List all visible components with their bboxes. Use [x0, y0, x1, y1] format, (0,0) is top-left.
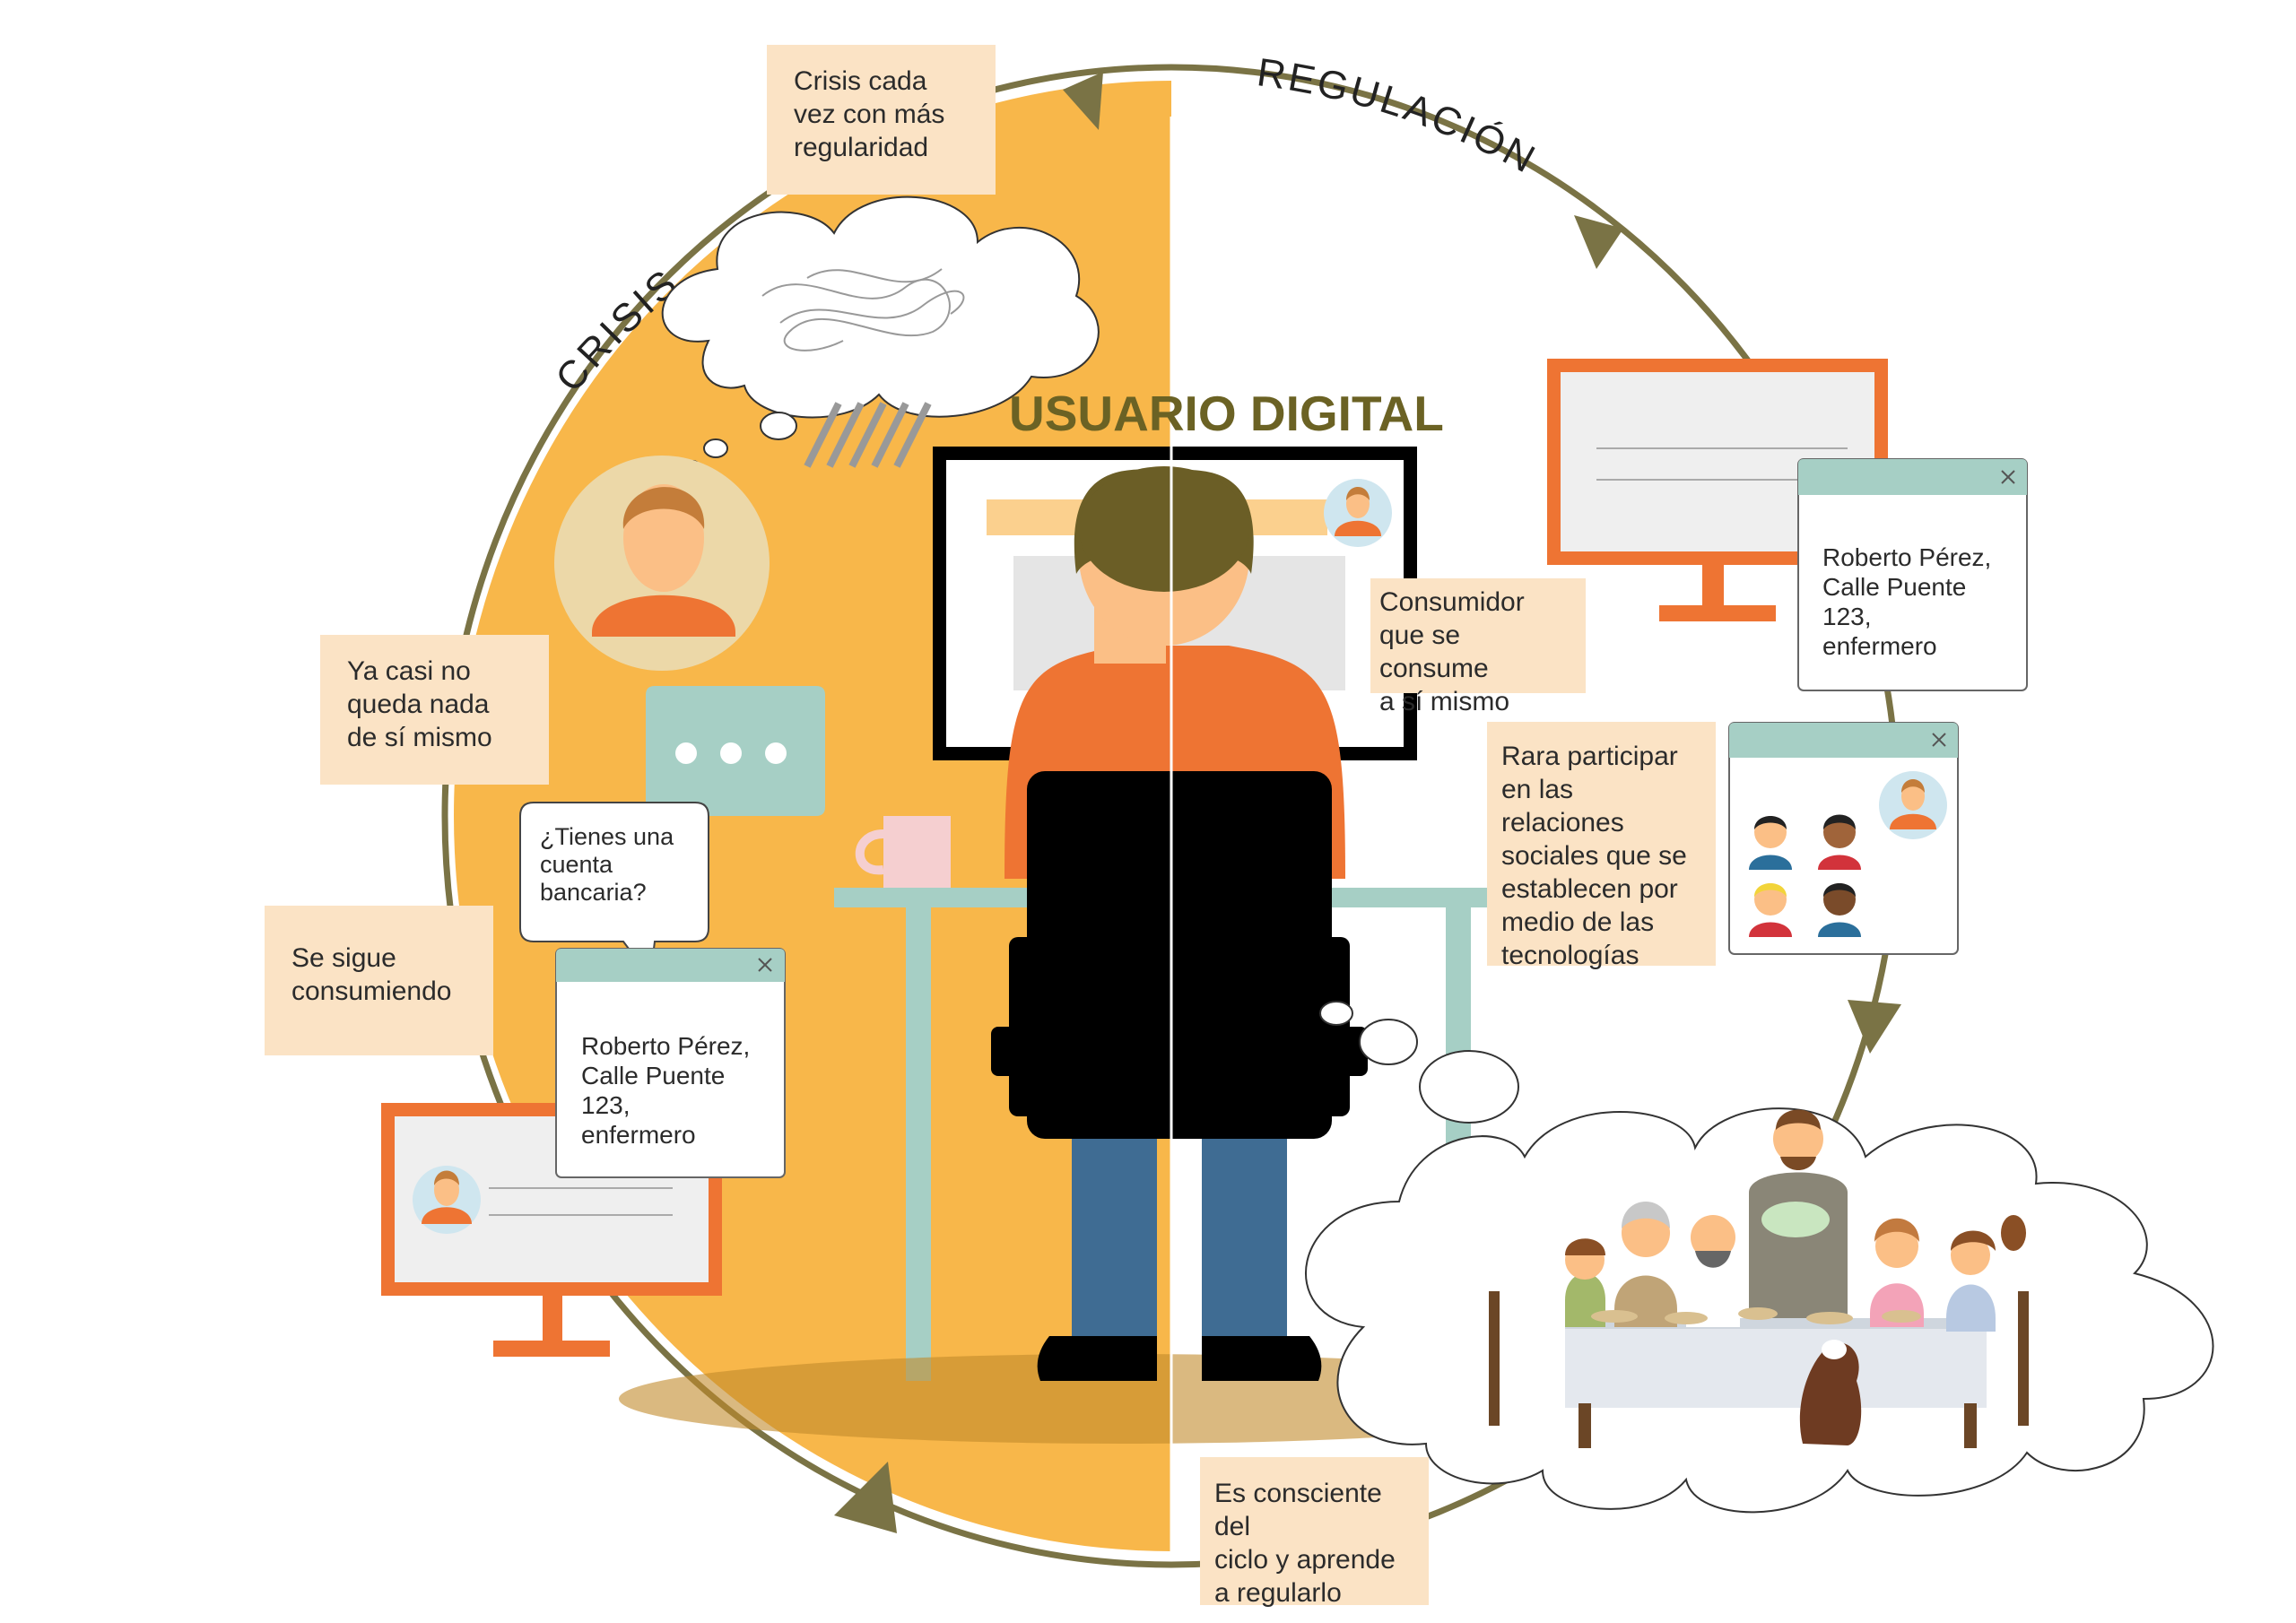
- close-icon[interactable]: [2001, 470, 2015, 484]
- note-aware-cycle: Es consciente del ciclo y aprende a regu…: [1200, 1457, 1429, 1608]
- arrow-bottom-left: [834, 1462, 897, 1533]
- crisis-thought-cloud: [661, 195, 1100, 473]
- call-participants: [1749, 814, 1861, 937]
- right-profile-window: [1797, 458, 2028, 691]
- right-profile-text: Roberto Pérez, Calle Puente 123, enferme…: [1822, 543, 1992, 660]
- close-icon[interactable]: [1932, 733, 1946, 747]
- note-crisis-regularity: Crisis cada vez con más regularidad: [767, 45, 996, 195]
- note-nothing-left: Ya casi no queda nada de sí mismo: [320, 635, 549, 785]
- family-thought-trail: [1319, 1001, 1519, 1124]
- note-rarely-participates: Rara participar en las relaciones social…: [1487, 722, 1716, 970]
- arrow-top-left: [1063, 72, 1103, 130]
- regulation-label: REGULACIÓN: [1255, 50, 1544, 182]
- user-avatar: [554, 456, 770, 671]
- note-self-consuming: Consumidor que se consume a sí mismo: [1370, 578, 1586, 716]
- arrow-right: [1848, 1000, 1901, 1054]
- bank-account-question: ¿Tienes una cuenta bancaria?: [540, 823, 674, 906]
- left-profile-window: [555, 948, 786, 1178]
- coffee-mug: [855, 816, 951, 888]
- left-profile-text: Roberto Pérez, Calle Puente 123, enferme…: [581, 1032, 751, 1149]
- seated-user: [991, 466, 1368, 1381]
- close-icon[interactable]: [758, 958, 772, 972]
- note-keeps-consuming: Se sigue consumiendo: [265, 906, 493, 1055]
- arrow-top-right: [1574, 215, 1623, 269]
- left-monitor: [381, 1103, 722, 1357]
- video-call-window: [1728, 722, 1959, 955]
- family-dinner-illustration: [1489, 1109, 2029, 1448]
- page-title: USUARIO DIGITAL: [1009, 386, 1444, 441]
